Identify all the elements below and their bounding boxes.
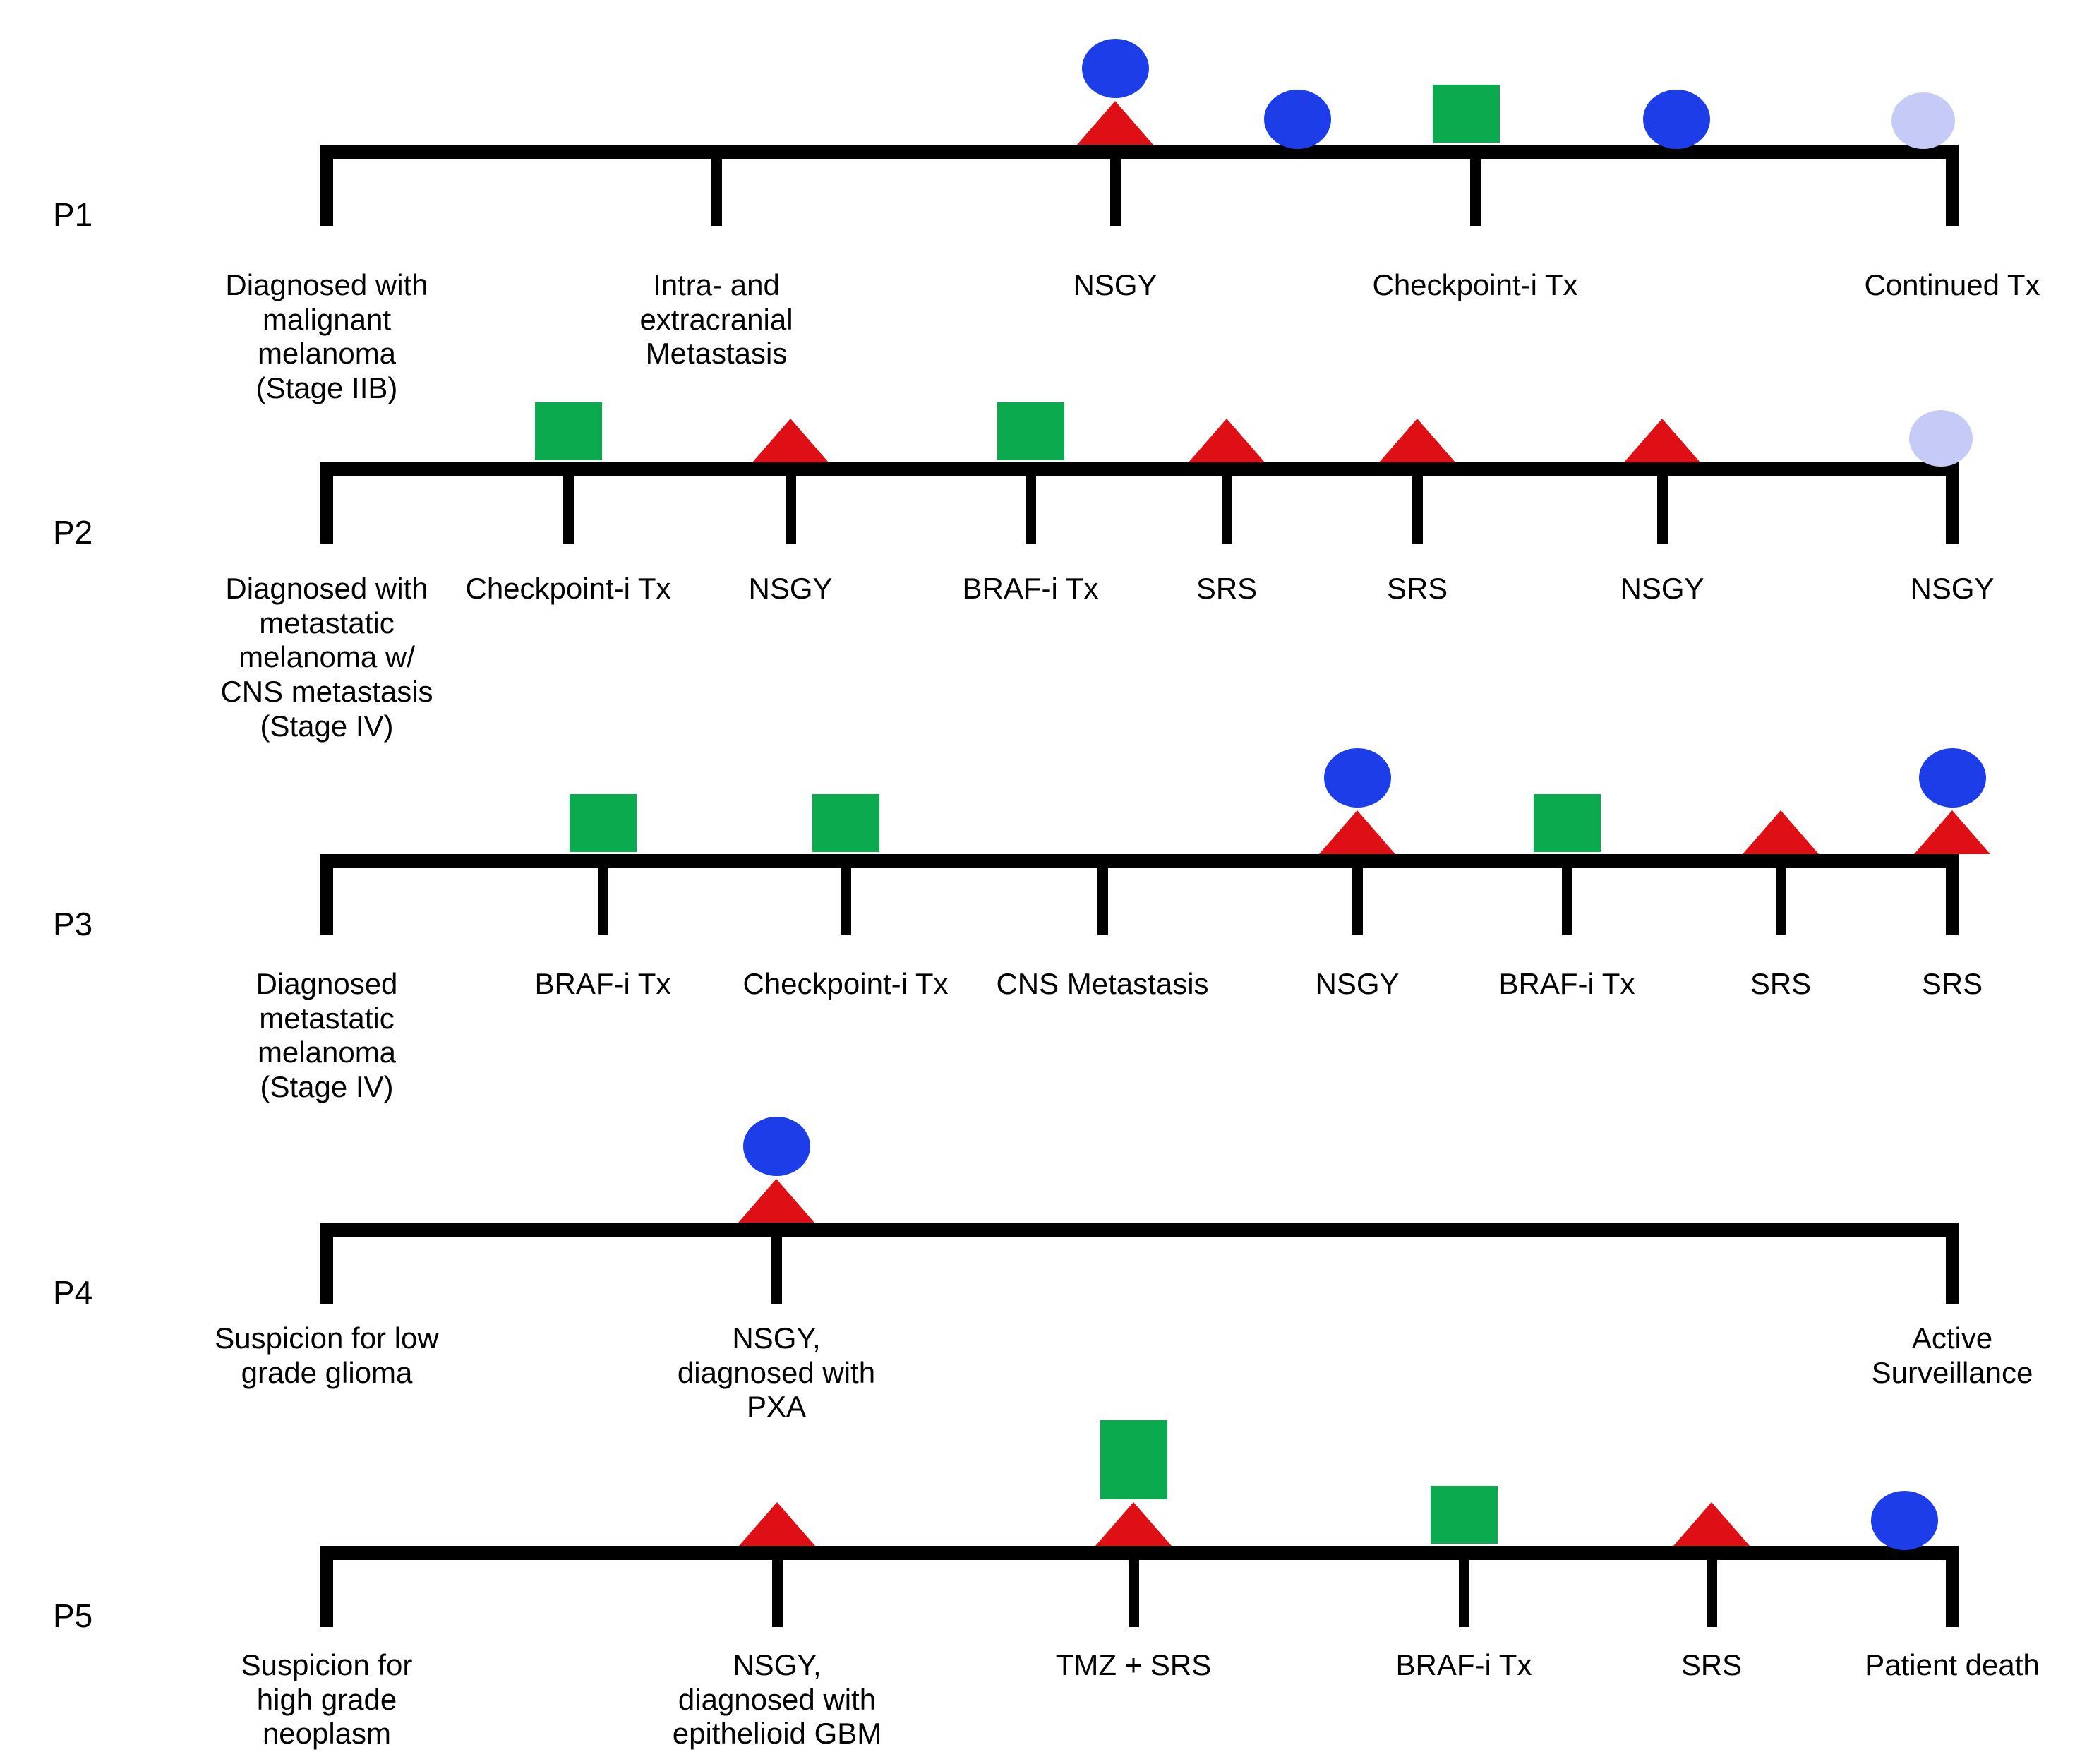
marker-triangle-red xyxy=(1743,810,1819,854)
marker-triangle-red xyxy=(1319,810,1395,854)
event-label: SRS xyxy=(1196,572,1258,605)
event-label: NSGY, diagnosed with epithelioid GBM xyxy=(672,1648,882,1751)
event-label: NSGY xyxy=(1910,572,1995,605)
timeline-endcap-tick xyxy=(320,1546,333,1627)
event-label: Active Surveillance xyxy=(1871,1321,2033,1389)
timeline-event-tick xyxy=(1561,854,1572,935)
timeline-endcap-tick xyxy=(320,854,333,935)
marker-square-green xyxy=(997,402,1064,460)
timeline-event-tick xyxy=(785,462,796,544)
marker-circle-blue xyxy=(1081,39,1149,98)
timeline-event-tick xyxy=(1128,1546,1139,1627)
patient-label-p5: P5 xyxy=(53,1597,93,1634)
marker-square-green xyxy=(569,794,637,852)
marker-square-green xyxy=(1533,794,1601,852)
event-label: SRS xyxy=(1750,967,1812,1000)
timeline-event-tick xyxy=(1221,462,1232,544)
timeline-bar-p1 xyxy=(321,145,1959,159)
event-label: Continued Tx xyxy=(1864,268,2040,301)
event-label: NSGY xyxy=(748,572,833,605)
marker-triangle-red xyxy=(1624,419,1700,462)
patient-label-p4: P4 xyxy=(53,1274,93,1311)
event-label: BRAF-i Tx xyxy=(1395,1648,1532,1681)
marker-triangle-red xyxy=(1914,810,1990,854)
timeline-endcap-tick xyxy=(320,145,333,226)
timeline-event-tick xyxy=(1656,462,1668,544)
marker-circle-blue xyxy=(1263,90,1331,149)
event-label: Intra- and extracranial Metastasis xyxy=(639,268,793,371)
event-label: Diagnosed with malignant melanoma (Stage… xyxy=(225,268,428,405)
event-label: Checkpoint-i Tx xyxy=(1372,268,1578,301)
marker-circle-blue xyxy=(742,1117,810,1176)
timeline-event-tick xyxy=(597,854,608,935)
timeline-event-tick xyxy=(711,145,722,226)
marker-triangle-red xyxy=(1077,101,1153,145)
timeline-event-tick xyxy=(1706,1546,1717,1627)
timeline-endcap-tick xyxy=(1946,462,1959,544)
event-label: SRS xyxy=(1921,967,1983,1000)
event-label: NSGY xyxy=(1315,967,1400,1000)
timeline-bar-p3 xyxy=(321,854,1959,868)
timeline-event-tick xyxy=(1412,462,1423,544)
timeline-event-tick xyxy=(1352,854,1363,935)
marker-circle-faded-blue xyxy=(1909,410,1973,467)
marker-circle-blue xyxy=(1323,748,1391,808)
timeline-endcap-tick xyxy=(1946,854,1959,935)
event-label: NSGY xyxy=(1073,268,1157,301)
marker-triangle-red xyxy=(738,1179,814,1223)
event-label: SRS xyxy=(1386,572,1448,605)
event-label: Checkpoint-i Tx xyxy=(742,967,949,1000)
marker-square-green xyxy=(1100,1420,1167,1499)
marker-square-green xyxy=(1430,1486,1498,1544)
marker-triangle-red xyxy=(1673,1502,1750,1546)
timeline-endcap-tick xyxy=(320,1223,333,1304)
timeline-event-tick xyxy=(1775,854,1786,935)
timeline-event-tick xyxy=(771,1223,782,1304)
timeline-bar-p4 xyxy=(321,1223,1959,1237)
timeline-event-tick xyxy=(1025,462,1036,544)
marker-triangle-red xyxy=(1095,1502,1172,1546)
timeline-bar-p5 xyxy=(321,1546,1959,1560)
marker-circle-faded-blue xyxy=(1891,92,1955,149)
marker-triangle-red xyxy=(739,1502,815,1546)
event-label: BRAF-i Tx xyxy=(1498,967,1635,1000)
marker-triangle-red xyxy=(1189,419,1265,462)
timeline-event-tick xyxy=(1469,145,1481,226)
timeline-event-tick xyxy=(1458,1546,1469,1627)
event-label: Patient death xyxy=(1865,1648,2040,1681)
event-label: TMZ + SRS xyxy=(1055,1648,1212,1681)
timeline-endcap-tick xyxy=(1946,1223,1959,1304)
timeline-event-tick xyxy=(1097,854,1108,935)
marker-circle-blue xyxy=(1870,1491,1938,1550)
event-label: NSGY xyxy=(1620,572,1704,605)
marker-triangle-red xyxy=(752,419,829,462)
marker-circle-blue xyxy=(1642,90,1710,149)
marker-circle-blue xyxy=(1918,748,1986,808)
patient-label-p3: P3 xyxy=(53,906,93,942)
event-label: BRAF-i Tx xyxy=(534,967,671,1000)
marker-square-green xyxy=(1432,85,1500,143)
event-label: Diagnosed with metastatic melanoma w/ CN… xyxy=(220,572,433,743)
marker-square-green xyxy=(812,794,879,852)
timeline-endcap-tick xyxy=(320,462,333,544)
timeline-bar-p2 xyxy=(321,462,1959,476)
event-label: NSGY, diagnosed with PXA xyxy=(677,1321,876,1424)
marker-square-green xyxy=(534,402,602,460)
event-label: BRAF-i Tx xyxy=(962,572,1099,605)
timeline-event-tick xyxy=(1109,145,1121,226)
event-label: Checkpoint-i Tx xyxy=(465,572,671,605)
event-label: Suspicion for low grade glioma xyxy=(215,1321,439,1389)
marker-triangle-red xyxy=(1379,419,1455,462)
patient-label-p2: P2 xyxy=(53,514,93,551)
event-label: Diagnosed metastatic melanoma (Stage IV) xyxy=(255,967,398,1104)
timeline-endcap-tick xyxy=(1946,145,1959,226)
event-label: CNS Metastasis xyxy=(996,967,1209,1000)
event-label: Suspicion for high grade neoplasm xyxy=(241,1648,413,1751)
patient-label-p1: P1 xyxy=(53,196,93,233)
timeline-event-tick xyxy=(771,1546,783,1627)
event-label: SRS xyxy=(1680,1648,1743,1681)
timeline-event-tick xyxy=(563,462,574,544)
timeline-endcap-tick xyxy=(1946,1546,1959,1627)
timeline-event-tick xyxy=(840,854,851,935)
